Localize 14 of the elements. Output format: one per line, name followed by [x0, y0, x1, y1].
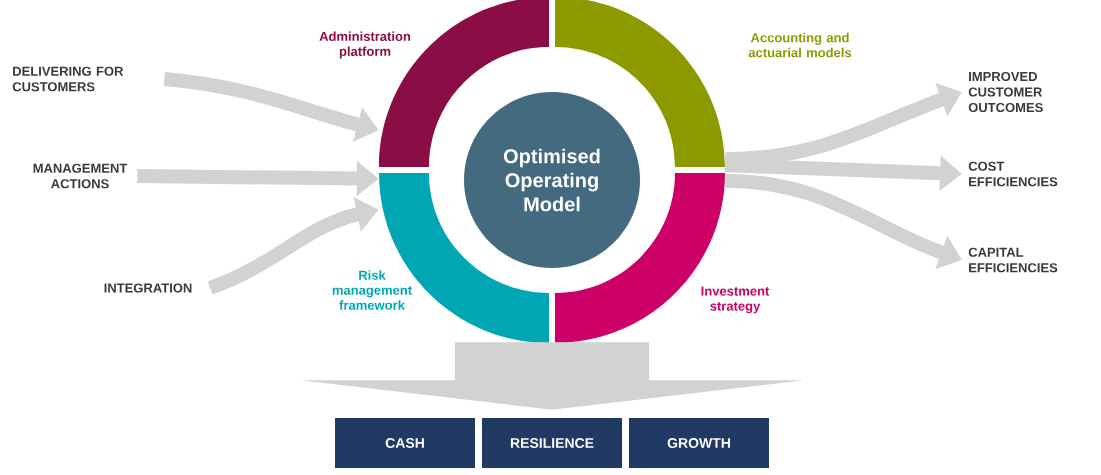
- outcome-label: IMPROVED CUSTOMER OUTCOMES: [968, 71, 1043, 113]
- input-label: MANAGEMENT ACTIONS: [33, 163, 128, 189]
- segment-label: Administration platform: [319, 31, 411, 59]
- result-box: GROWTH: [629, 418, 769, 468]
- segment-label: Investment strategy: [701, 286, 770, 314]
- input-label: DELIVERING FOR CUSTOMERS: [12, 66, 124, 92]
- result-box: RESILIENCE: [482, 418, 622, 468]
- result-box: CASH: [335, 418, 475, 468]
- outcome-label: COST EFFICIENCIES: [968, 161, 1058, 187]
- segment-label: Accounting and actuarial models: [748, 32, 852, 58]
- segment-label: Risk management framework: [332, 270, 412, 310]
- outcome-label: CAPITAL EFFICIENCIES: [968, 247, 1058, 273]
- big-arrow: [300, 342, 804, 410]
- input-label: INTEGRATION: [104, 283, 192, 293]
